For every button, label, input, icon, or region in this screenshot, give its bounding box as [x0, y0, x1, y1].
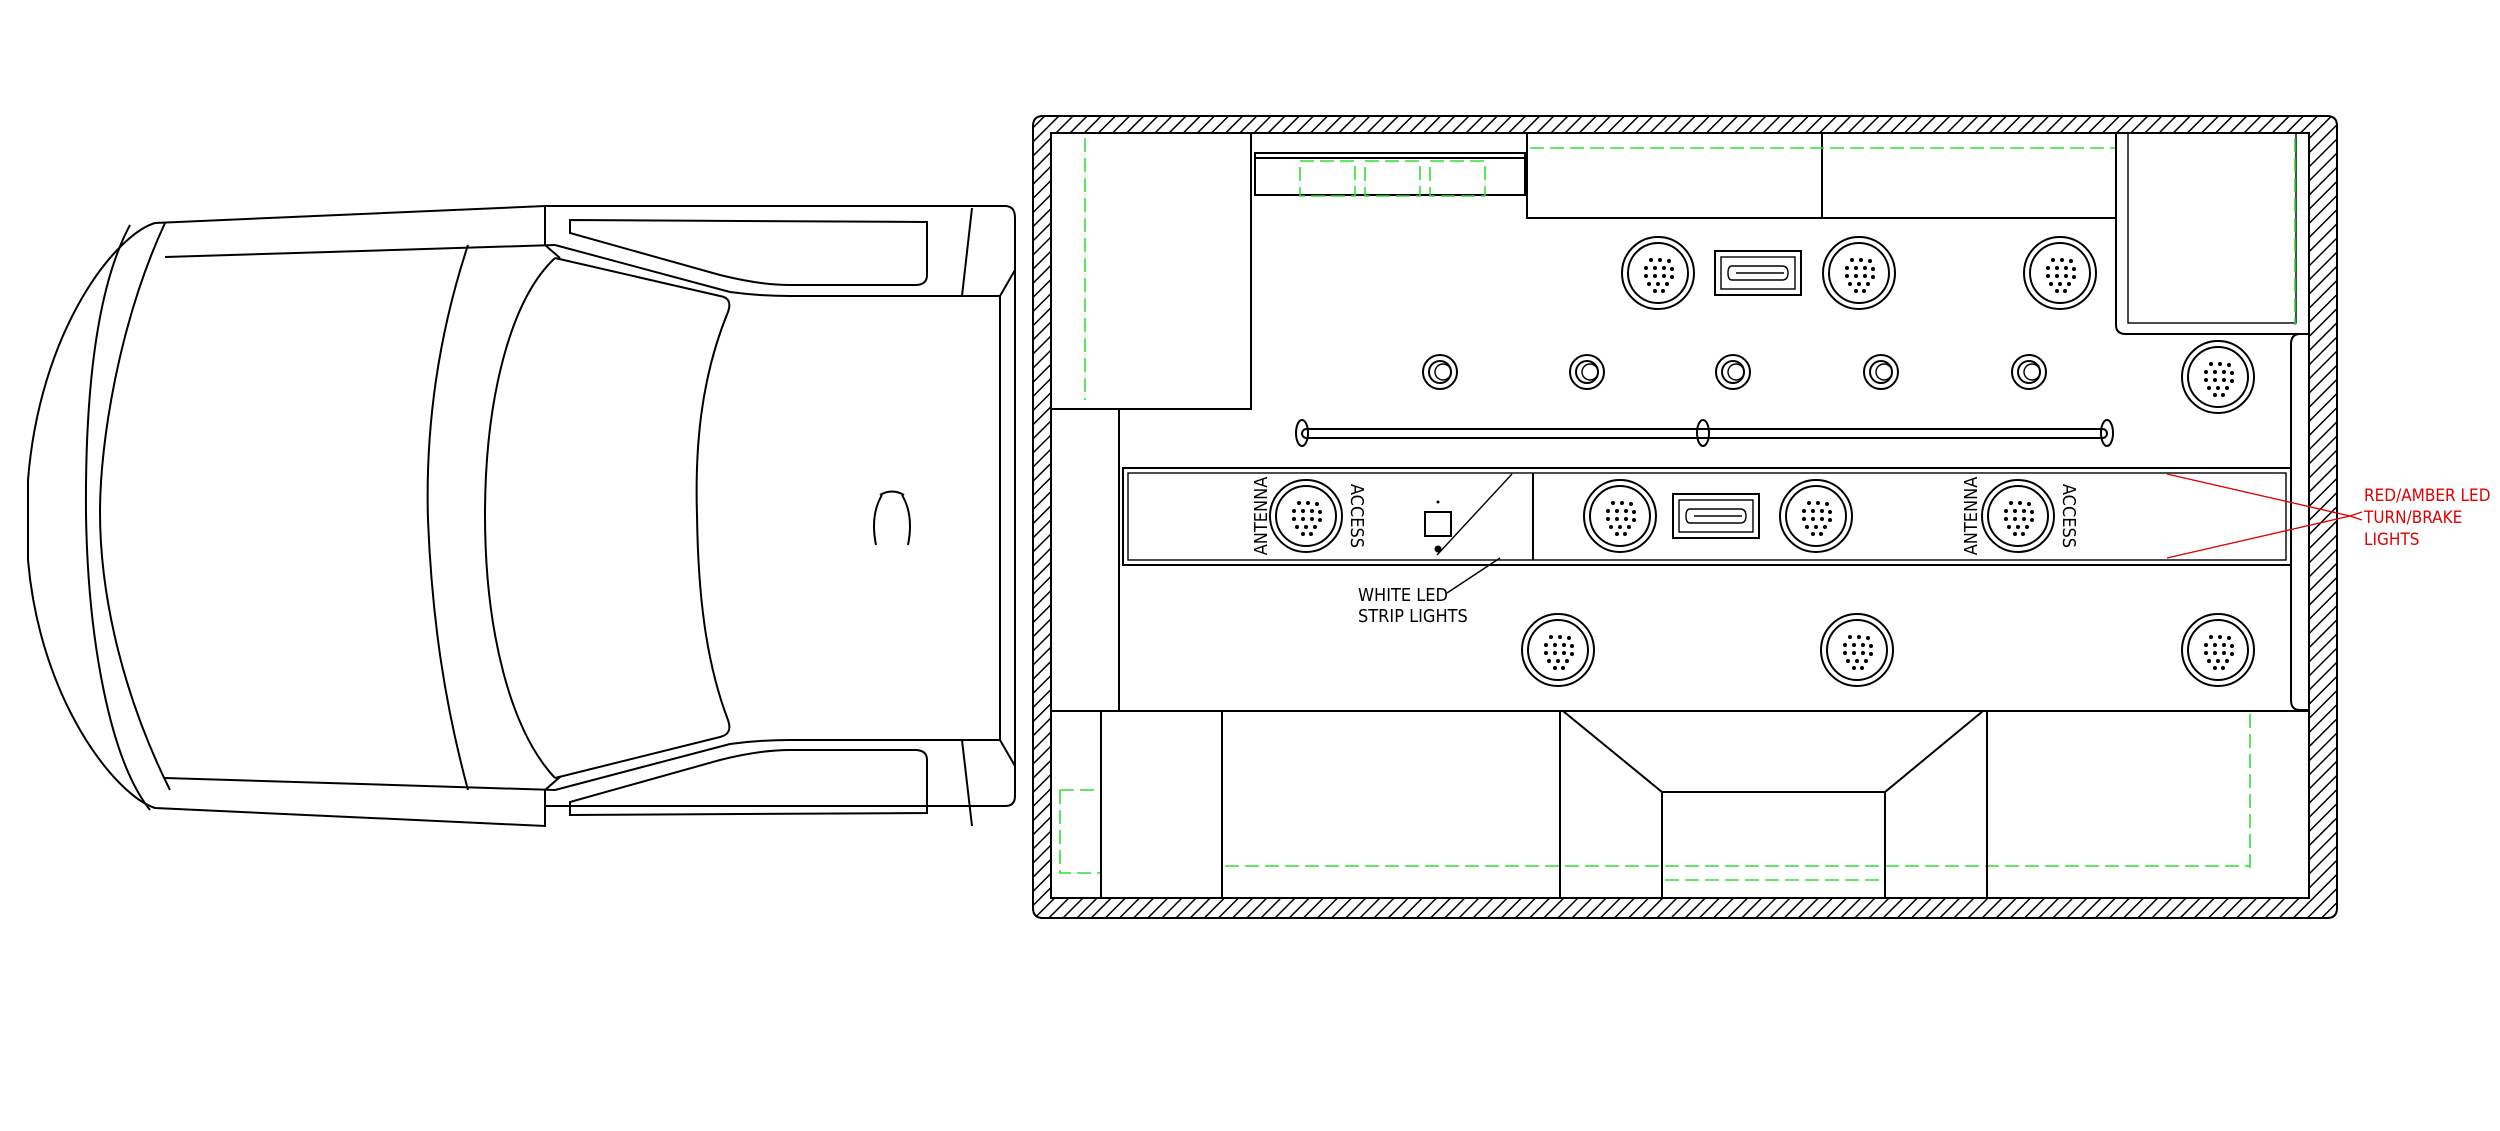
- white-led-label-line2: STRIP LIGHTS: [1358, 606, 1468, 627]
- grab-bar-icon: [1295, 419, 2114, 447]
- speaker-icon: [1621, 236, 1695, 310]
- access-label-right: ACCESS: [2058, 484, 2079, 548]
- antenna-label-right: ANTENNA: [1961, 477, 1982, 556]
- vent-icon: [1672, 493, 1760, 539]
- access-switch-icon: [1424, 511, 1452, 537]
- access-label-left: ACCESS: [1346, 484, 1367, 548]
- dome-light-icon: [1569, 354, 1605, 390]
- speaker-icon: [2181, 613, 2255, 687]
- speaker-icon: [1583, 479, 1657, 553]
- mirror-icon: [873, 490, 911, 546]
- red-amber-label-line2: TURN/BRAKE: [2363, 508, 2462, 528]
- red-amber-label-line1: RED/AMBER LED: [2364, 486, 2490, 506]
- ceiling-console: [1122, 467, 2292, 594]
- speaker-icon: [1779, 479, 1853, 553]
- white-led-label-line1: WHITE LED: [1358, 585, 1448, 606]
- dome-light-icon: [1863, 354, 1899, 390]
- speaker-icon: [1521, 613, 1595, 687]
- dome-light-icon: [1422, 354, 1458, 390]
- speaker-icon: [1269, 479, 1343, 553]
- red-amber-label-line3: LIGHTS: [2364, 530, 2419, 550]
- vent-icon: [1714, 250, 1802, 296]
- speaker-icon: [2023, 236, 2097, 310]
- speaker-icon: [2181, 340, 2255, 414]
- antenna-label-left: ANTENNA: [1251, 477, 1272, 556]
- trailer-body: [1032, 115, 2363, 919]
- hatched-wall: [1032, 115, 2338, 919]
- cabinet-top-left: [1050, 132, 1252, 410]
- speaker-icon: [1822, 236, 1896, 310]
- dome-light-icon: [1715, 354, 1751, 390]
- speaker-icon: [1981, 479, 2055, 553]
- dome-light-icon: [2011, 354, 2047, 390]
- speaker-icon: [1820, 613, 1894, 687]
- truck-cab-icon: [27, 205, 1016, 828]
